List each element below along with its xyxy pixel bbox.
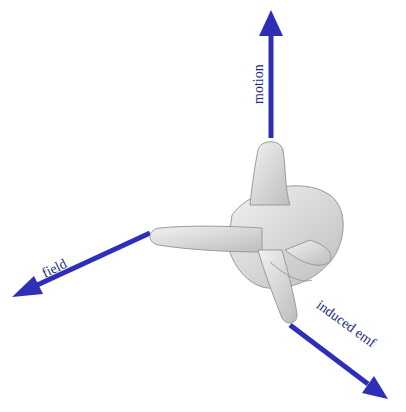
axis-label: motion [252,64,266,104]
axis-label: induced emf [314,298,379,350]
vector-arrows [12,10,388,399]
right-hand [150,142,343,323]
